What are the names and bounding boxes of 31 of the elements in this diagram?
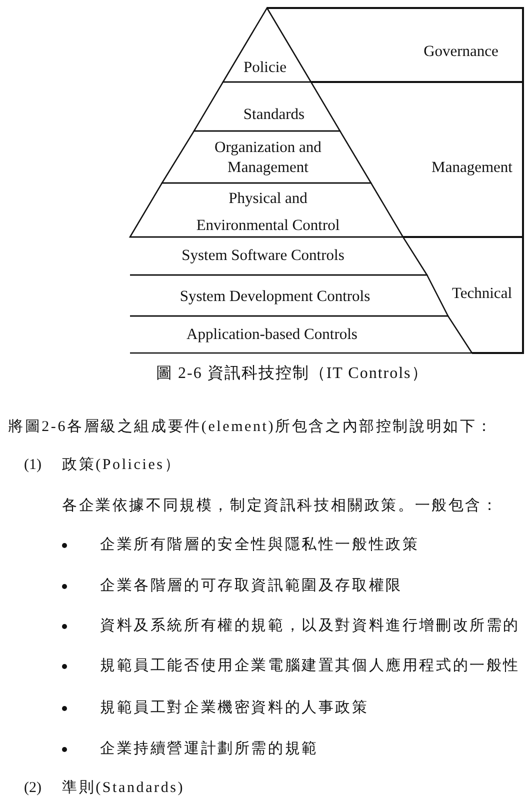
list-item-text: 企業各階層的可存取資訊範圍及存取權限 bbox=[100, 577, 402, 595]
list-item-text: 企業持續營運計劃所需的規範 bbox=[100, 740, 318, 758]
layer-label: System Development Controls bbox=[180, 287, 370, 307]
category-label: Technical bbox=[452, 284, 512, 304]
figure-caption: 圖 2-6 資訊科技控制（IT Controls） bbox=[156, 364, 428, 384]
category-band bbox=[402, 236, 524, 354]
paragraph-text: 各企業依據不同規模，制定資訊科技相關政策。一般包含： bbox=[62, 497, 499, 515]
category-label: Governance bbox=[424, 42, 498, 62]
list-item-text: 企業所有階層的安全性與隱私性一般性政策 bbox=[100, 536, 420, 554]
category-label: Management bbox=[432, 158, 512, 178]
layer-label: Policie bbox=[243, 58, 287, 78]
list-item-text: 規範員工能否使用企業電腦建置其個人應用程式的一般性 bbox=[100, 657, 520, 675]
layer-label: Application-based Controls bbox=[186, 325, 358, 345]
pyramid-layer bbox=[161, 130, 372, 184]
layer-label: Organization and Management bbox=[214, 138, 322, 178]
list-item-text: 資料及系統所有權的規範，以及對資料進行增刪改所需的 bbox=[100, 617, 520, 635]
pyramid-layer bbox=[129, 236, 428, 276]
layer-label: System Software Controls bbox=[182, 246, 344, 266]
pyramid-layer bbox=[129, 182, 404, 238]
pyramid-layer bbox=[193, 81, 341, 132]
list-item-text: 規範員工對企業機密資料的人事政策 bbox=[100, 699, 369, 717]
layer-label: Standards bbox=[243, 105, 305, 125]
layer-label: Physical and Environmental Control bbox=[195, 189, 341, 236]
section-heading: 政策(Policies） bbox=[62, 456, 182, 474]
section-heading: 準則(Standards) bbox=[62, 779, 185, 797]
pyramid-layer bbox=[129, 274, 449, 317]
paragraph-text: 將圖2-6各層級之組成要件(element)所包含之內部控制說明如下： bbox=[8, 418, 494, 436]
pyramid-layer bbox=[222, 7, 312, 83]
list-number: (1) bbox=[24, 456, 42, 474]
pyramid-layer bbox=[129, 315, 473, 354]
list-number: (2) bbox=[24, 779, 42, 797]
